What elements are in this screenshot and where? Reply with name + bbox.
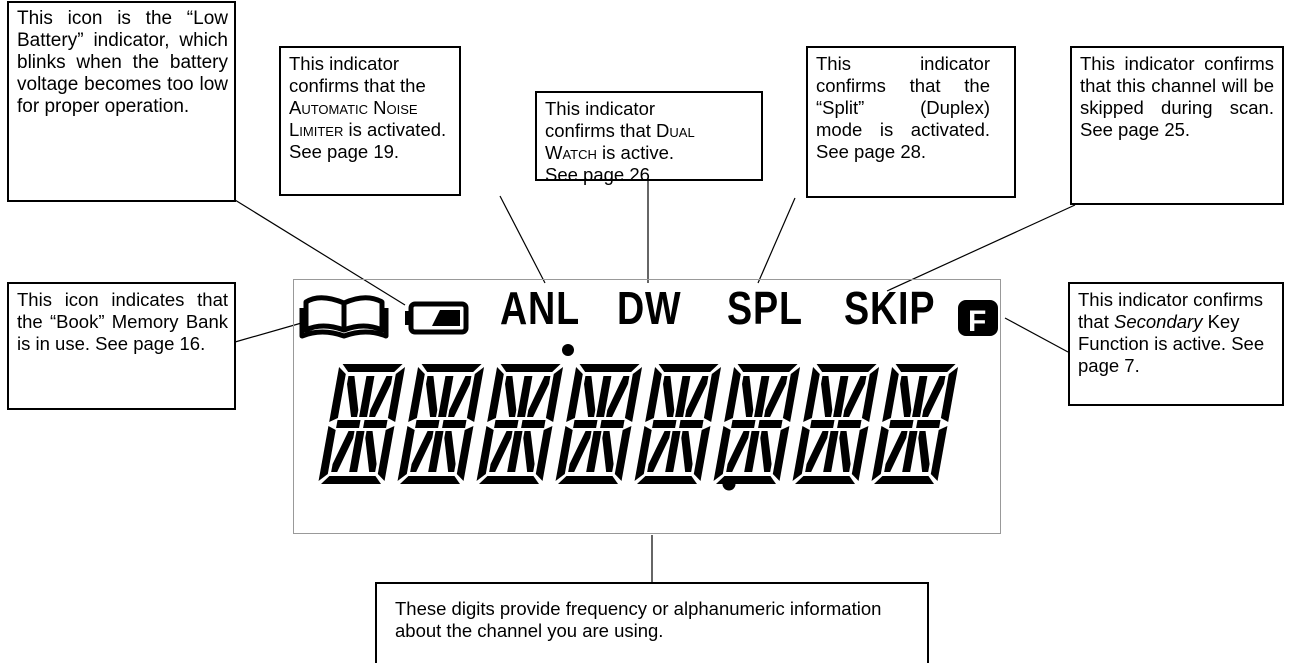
callout-dw: This indicator confirms that Dual Watch … [535, 91, 763, 185]
leader-secondary [1004, 317, 1069, 353]
callout-anl: This indicator confirms that the Automat… [279, 46, 461, 196]
callout-skip-text: This indicator confirms that this channe… [1080, 53, 1274, 140]
callout-book: This icon indicates that the “Book” Memo… [7, 282, 236, 410]
callout-spl: This indicator confirms that the “Split”… [806, 46, 1016, 198]
indicator-anl: ANL [500, 282, 580, 334]
leader-low-battery [234, 199, 406, 306]
callout-book-text: This icon indicates that the “Book” Memo… [17, 289, 228, 354]
indicator-dw: DW [617, 282, 682, 334]
callout-spl-text: This indicator confirms that the “Split”… [816, 53, 990, 162]
callout-digits-text: These digits provide frequency or alphan… [395, 598, 882, 641]
callout-dw-text: This indicator confirms that Dual Watch … [545, 98, 695, 185]
indicator-skip: SKIP [844, 282, 936, 334]
leader-anl [499, 195, 546, 284]
callout-anl-text: This indicator confirms that the Automat… [289, 53, 447, 162]
indicator-spl: SPL [727, 282, 803, 334]
callout-digits: These digits provide frequency or alphan… [375, 582, 929, 663]
lcd-display-frame [293, 279, 1001, 534]
callout-skip: This indicator confirms that this channe… [1070, 46, 1284, 205]
callout-low-battery-text: This icon is the “Low Battery” indicator… [17, 8, 228, 117]
leader-skip [886, 204, 1076, 292]
callout-secondary: This indicator confirms that Secondary K… [1068, 282, 1284, 406]
callout-low-battery: This icon is the “Low Battery” indicator… [7, 1, 236, 202]
callout-secondary-text: This indicator confirms that Secondary K… [1078, 289, 1265, 376]
leader-spl [757, 197, 796, 284]
